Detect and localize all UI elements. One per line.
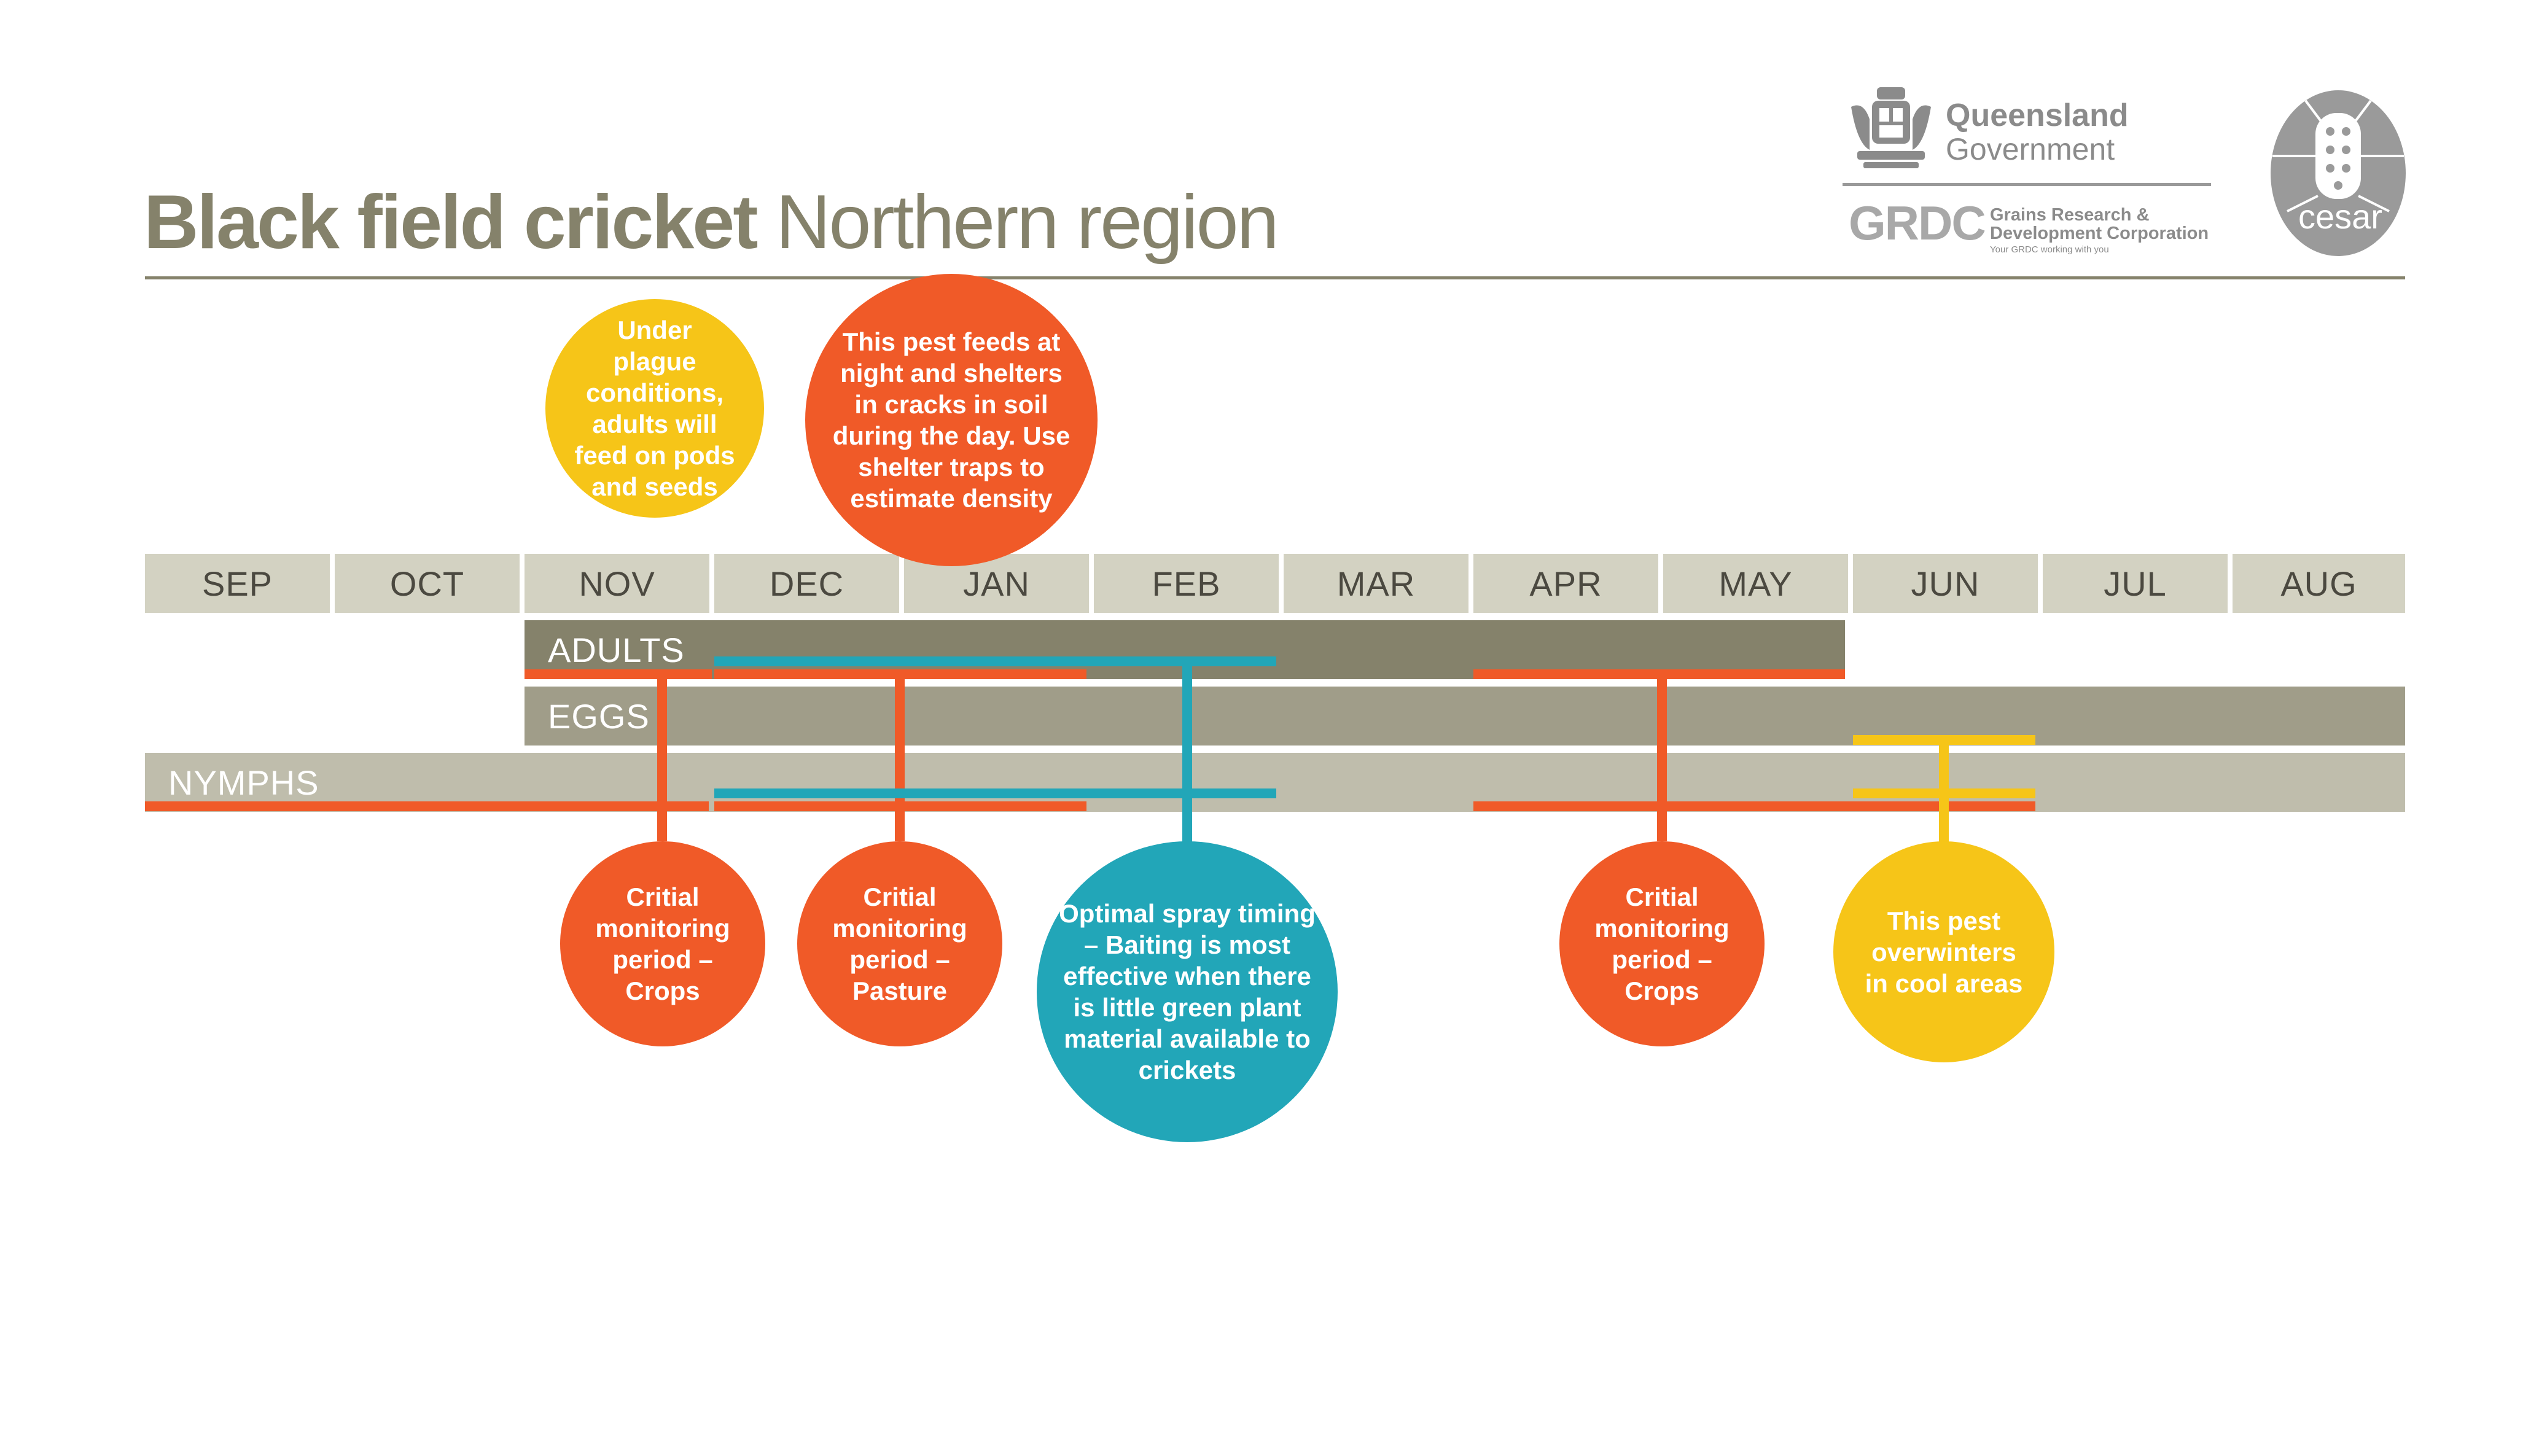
pasture-connector — [895, 675, 905, 841]
title-divider — [145, 276, 2405, 279]
month-jun: JUN — [1853, 554, 2038, 613]
overwinter-connector — [1939, 740, 1949, 844]
pasture-adults-line — [714, 669, 1086, 679]
grdc-acronym: GRDC — [1849, 196, 1986, 250]
month-apr: APR — [1473, 554, 1658, 613]
spray-timing-callout-text: Optimal spray timing – Baiting is most e… — [1059, 899, 1316, 1084]
crops-early-adults-line — [525, 669, 712, 679]
eggs-bar: EGGS — [525, 687, 2405, 746]
spray-adults-line — [714, 656, 1276, 666]
month-may: MAY — [1663, 554, 1848, 613]
spray-connector — [1182, 661, 1192, 845]
plague-callout: Under plague conditions, adults will fee… — [545, 299, 764, 518]
title-species: Black field cricket — [144, 180, 759, 265]
month-feb: FEB — [1094, 554, 1279, 613]
logo-divider — [1843, 183, 2211, 186]
grdc-name-line2: Development Corporation — [1990, 224, 2209, 243]
spray-nymphs-line — [714, 788, 1276, 798]
crops-late-adults-line — [1473, 669, 1845, 679]
cesar-beetle-icon — [2271, 90, 2406, 256]
cesar-wordmark: cesar — [2298, 197, 2382, 236]
month-jul: JUL — [2043, 554, 2228, 613]
crops-early-nymphs-line — [145, 801, 709, 811]
adults-label: ADULTS — [548, 630, 685, 669]
crops-late-connector — [1657, 675, 1667, 841]
month-nov: NOV — [525, 554, 709, 613]
qld-crest-icon — [1851, 87, 1931, 168]
pasture-callout-text: Critial monitoring period – Pasture — [832, 882, 967, 1005]
grdc-tagline: Your GRDC working with you — [1990, 244, 2109, 255]
crops-late-callout-text: Critial monitoring period – Crops — [1594, 882, 1730, 1005]
title-region: Northern region — [776, 180, 1279, 265]
eggs-label: EGGS — [548, 696, 650, 736]
nymphs-label: NYMPHS — [168, 763, 319, 802]
overwinter-callout-text: This pest overwinters in cool areas — [1865, 906, 2023, 998]
month-mar: MAR — [1284, 554, 1468, 613]
overwinter-callout: This pest overwinters in cool areas — [1833, 841, 2054, 1062]
pasture-callout: Critial monitoring period – Pasture — [797, 841, 1002, 1046]
month-sep: SEP — [145, 554, 330, 613]
crops-late-callout: Critial monitoring period – Crops — [1559, 841, 1765, 1046]
qld-line1: Queensland — [1946, 98, 2129, 133]
plague-callout-text: Under plague conditions, adults will fee… — [574, 316, 735, 501]
page-title: Black field cricket Northern region — [144, 173, 1279, 271]
crops-early-callout-text: Critial monitoring period – Crops — [595, 882, 730, 1005]
crops-late-nymphs-line — [1473, 801, 2035, 811]
crops-early-callout: Critial monitoring period – Crops — [560, 841, 765, 1046]
month-oct: OCT — [335, 554, 520, 613]
qld-line2: Government — [1946, 132, 2115, 166]
cesar-logo: cesar — [2269, 88, 2408, 258]
grdc-name-line1: Grains Research & — [1990, 205, 2150, 225]
night-feeding-callout-text: This pest feeds at night and shelters in… — [832, 327, 1071, 513]
month-aug: AUG — [2233, 554, 2405, 613]
month-jan: JAN — [904, 554, 1089, 613]
night-feeding-callout: This pest feeds at night and shelters in… — [805, 274, 1098, 566]
crops-early-connector — [657, 675, 667, 841]
month-dec: DEC — [714, 554, 899, 613]
spray-timing-callout: Optimal spray timing – Baiting is most e… — [1037, 841, 1338, 1142]
